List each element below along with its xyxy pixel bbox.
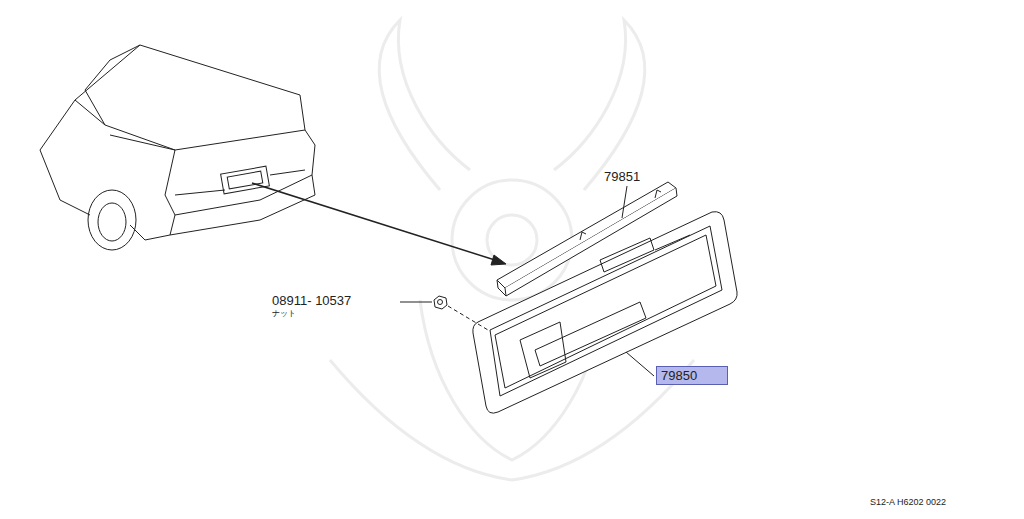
nut [434, 296, 447, 309]
highlighted-part-number: 79850 [656, 366, 728, 385]
part-number: 79851 [604, 170, 640, 184]
part-number: 08911- 10537 [272, 294, 351, 308]
license-bezel-79850 [473, 212, 737, 413]
pointer-arrow [252, 183, 506, 265]
part-name: ナット [272, 310, 296, 319]
diagram-code: S12-A H6202 0022 [870, 498, 946, 508]
car-outline [40, 45, 315, 250]
leader-lines [400, 186, 654, 376]
part-number: 79850 [661, 369, 727, 383]
